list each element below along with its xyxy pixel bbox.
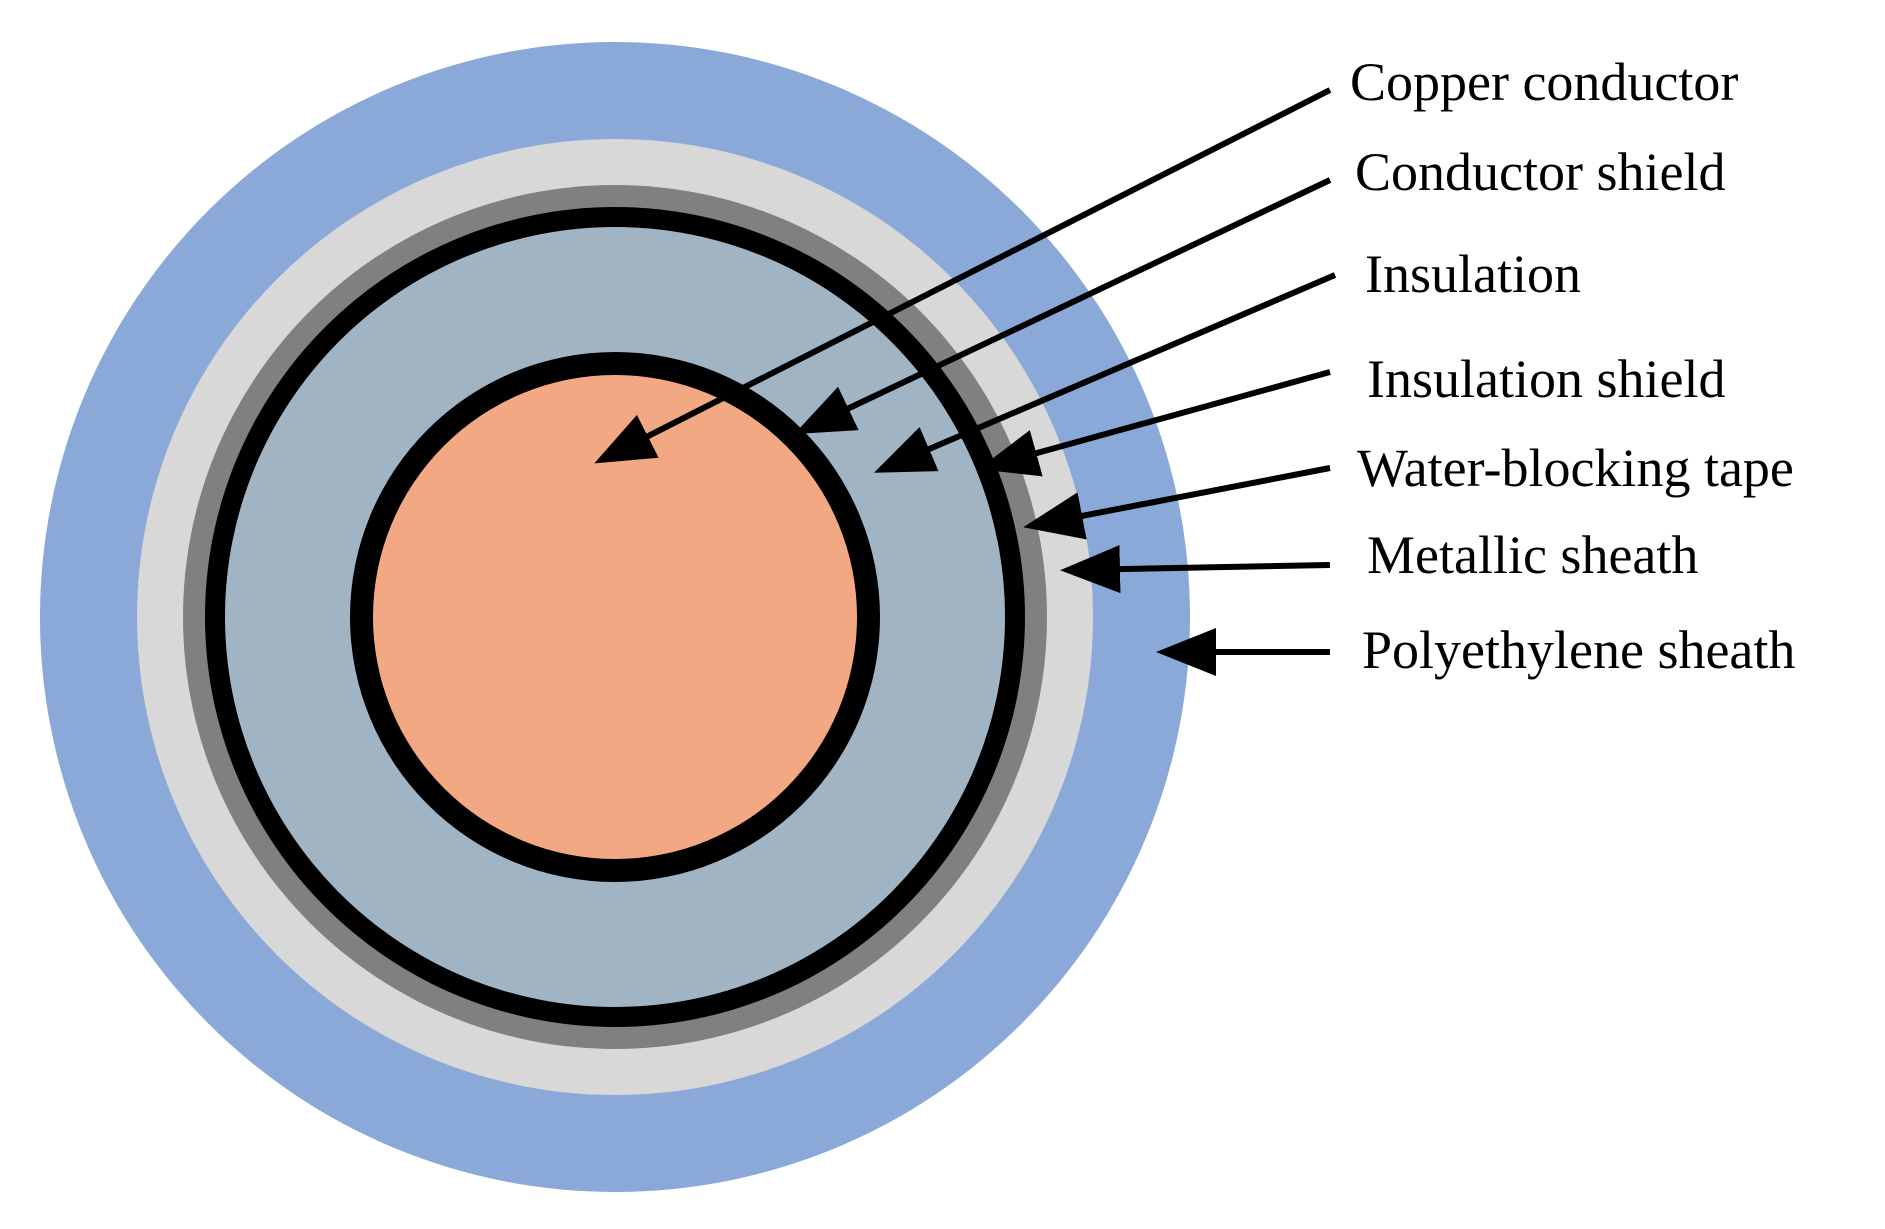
conductor-shield-label: Conductor shield <box>1355 142 1725 202</box>
copper-conductor-layer <box>373 375 857 859</box>
insulation-shield-arrow <box>978 369 1331 477</box>
copper-conductor-label: Copper conductor <box>1350 52 1738 112</box>
metallic-sheath-arrow <box>1060 545 1331 594</box>
insulation-label: Insulation <box>1365 244 1581 304</box>
insulation-shield-label: Insulation shield <box>1367 349 1725 409</box>
copper-conductor-arrow <box>594 87 1332 464</box>
water-blocking-tape-arrow <box>1023 465 1331 540</box>
water-blocking-tape-label: Water-blocking tape <box>1357 438 1794 498</box>
conductor-shield-arrow <box>794 177 1332 435</box>
polyethylene-sheath-label: Polyethylene sheath <box>1362 620 1795 680</box>
metallic-sheath-label: Metallic sheath <box>1367 525 1698 585</box>
insulation-arrow <box>873 272 1337 473</box>
